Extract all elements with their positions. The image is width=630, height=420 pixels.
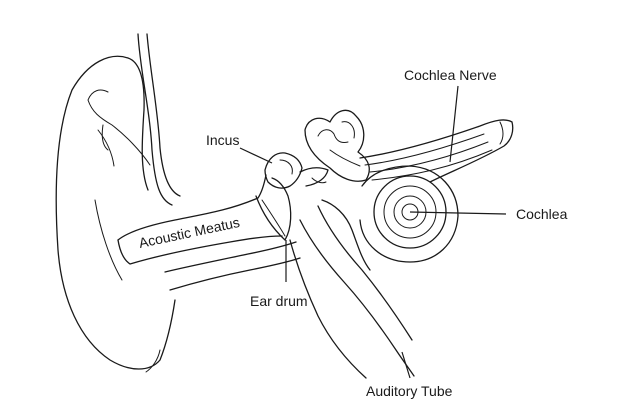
outer-ear xyxy=(55,33,181,373)
leader-lines xyxy=(239,85,507,379)
semicircular-canals xyxy=(304,109,370,182)
ear-canal xyxy=(117,174,283,265)
label-incus: Incus xyxy=(206,132,239,148)
ear-drum xyxy=(255,177,292,241)
label-acoustic-meatus: Acoustic Meatus xyxy=(137,214,241,251)
label-auditory-tube: Auditory Tube xyxy=(366,383,453,399)
cochlea-nerve-bundle xyxy=(359,119,514,183)
cochlea xyxy=(359,165,459,263)
ossicles xyxy=(264,152,329,189)
leader-incus xyxy=(239,147,273,164)
leader-auditory-tube xyxy=(401,351,411,379)
label-ear-drum: Ear drum xyxy=(250,293,308,309)
leader-cochlea xyxy=(409,211,507,215)
label-cochlea: Cochlea xyxy=(516,206,568,222)
label-cochlea-nerve: Cochlea Nerve xyxy=(404,67,497,83)
leader-cochlea-nerve xyxy=(449,85,459,163)
